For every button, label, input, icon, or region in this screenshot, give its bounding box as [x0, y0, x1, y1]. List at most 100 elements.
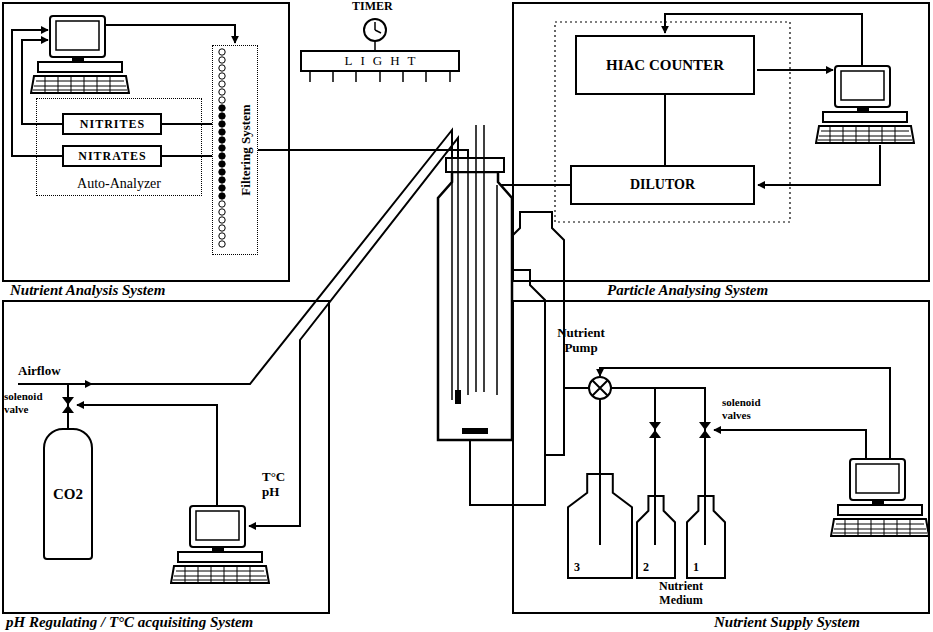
computer-icon: [816, 66, 914, 143]
dotted-region: [555, 22, 790, 222]
filter-dot: [219, 217, 225, 223]
box-label: Filtering System: [238, 104, 254, 195]
filter-dot: [219, 185, 225, 191]
valve-symbol: [62, 397, 74, 413]
box-label: HIAC COUNTER: [606, 57, 724, 74]
control-line: [105, 25, 235, 43]
filter-dot: [219, 65, 225, 71]
airflow-arrow: [18, 383, 92, 385]
feed-tube: [564, 387, 589, 389]
instrument-group: NITRITES NITRATES Auto-Analyzer: [36, 98, 202, 196]
filter-dot: [219, 57, 225, 63]
connector-line: [664, 95, 666, 165]
system-panel: HIAC COUNTERDILUTORParticle Analysing Sy…: [512, 2, 930, 282]
data-line: [757, 69, 833, 71]
filter-dot: [219, 113, 225, 119]
filter-dot: [219, 193, 225, 199]
filter-dot: [219, 49, 225, 55]
box-label: CO2: [53, 486, 83, 503]
filter-dot: [219, 145, 225, 151]
medium-bottle: 3: [568, 474, 632, 578]
annotation-label: solenoid valve: [4, 390, 60, 415]
stir-bar: [462, 428, 488, 434]
filter-dot: [219, 177, 225, 183]
filter-dot: [219, 209, 225, 215]
filter-dot: [219, 153, 225, 159]
medium-bottle: 1: [687, 496, 725, 578]
data-line: [22, 40, 62, 124]
annotation-label: Nutrient Medium: [646, 580, 716, 608]
connector-line: [162, 123, 212, 125]
panel-title: Nutrient Analysis System: [10, 282, 165, 298]
filter-dot: [219, 121, 225, 127]
control-line: [758, 145, 880, 185]
medium-bottle: 2: [637, 496, 675, 578]
annotation-label: T°C pH: [262, 470, 296, 500]
filter-dot: [219, 225, 225, 231]
filter-column-box: Filtering System: [212, 45, 258, 255]
signal-lines: [12, 14, 890, 545]
control-line: [77, 405, 217, 505]
box-label: 2: [643, 560, 649, 574]
gas-cylinder: CO2: [43, 428, 93, 560]
filter-dot: [219, 137, 225, 143]
process-box: DILUTOR: [570, 165, 755, 205]
filter-dot: [219, 97, 225, 103]
valve-symbol: [649, 422, 661, 438]
annotation-label: TIMER: [352, 0, 393, 14]
box-label: LIGHT: [345, 53, 424, 69]
sensor-line: [249, 138, 458, 526]
air-tube: [92, 130, 452, 400]
reactor-cap: [446, 158, 504, 172]
pump-symbol: [589, 377, 611, 399]
bottle-outline: [687, 496, 725, 578]
computer-icon: [831, 459, 929, 536]
box-label: Auto-Analyzer: [37, 176, 201, 192]
box-label: 3: [574, 560, 580, 574]
annotation-label: solenoid valves: [722, 396, 782, 421]
filter-dot: [219, 73, 225, 79]
process-box: NITRITES: [62, 113, 162, 135]
filter-dot: [219, 233, 225, 239]
control-line: [600, 368, 890, 458]
nutrient-pump: [589, 377, 611, 399]
clock-hands: [375, 22, 381, 50]
filter-dot: [219, 89, 225, 95]
filter-dot: [219, 241, 225, 247]
box-label: 1: [693, 560, 699, 574]
system-panel: NITRITES NITRATES Auto-Analyzer Filtering S…: [2, 2, 290, 282]
panel-title: Nutrient Supply System: [714, 614, 860, 630]
pump-cross: [592, 380, 608, 396]
filter-column: [219, 49, 225, 247]
box-label: NITRATES: [78, 149, 146, 164]
process-box: NITRATES: [62, 145, 162, 167]
bottle-outline: [568, 474, 632, 578]
bottle-outline: [687, 496, 725, 578]
probe-tip: [455, 390, 461, 404]
connector-line: [162, 155, 212, 157]
computer-icon: [171, 506, 269, 583]
control-line: [714, 430, 866, 458]
probes: [452, 125, 497, 400]
system-panel: CO2pH Regulating / T°C acquisiting Syste…: [2, 300, 330, 614]
reactor-vessel: [438, 172, 512, 440]
solenoid-valves: [62, 397, 711, 438]
panel-title: pH Regulating / T°C acquisiting System: [6, 614, 253, 630]
process-box: HIAC COUNTER: [575, 35, 755, 95]
panel-title: Particle Analysing System: [607, 282, 768, 298]
computer-icon: [31, 16, 129, 93]
annotation-label: Nutrient Pump: [548, 326, 614, 356]
filter-dot: [219, 201, 225, 207]
filter-dot: [219, 169, 225, 175]
filter-dot: [219, 129, 225, 135]
annotation-label: Airflow: [18, 364, 61, 379]
box-label: NITRITES: [80, 117, 145, 132]
process-box: LIGHT: [300, 50, 460, 72]
valve-symbol: [699, 422, 711, 438]
bottle-outline: [637, 496, 675, 578]
feed-tube: [600, 388, 705, 545]
bottle-outline: [637, 496, 675, 578]
box-label: DILUTOR: [630, 177, 695, 193]
bioreactor: [438, 125, 564, 505]
